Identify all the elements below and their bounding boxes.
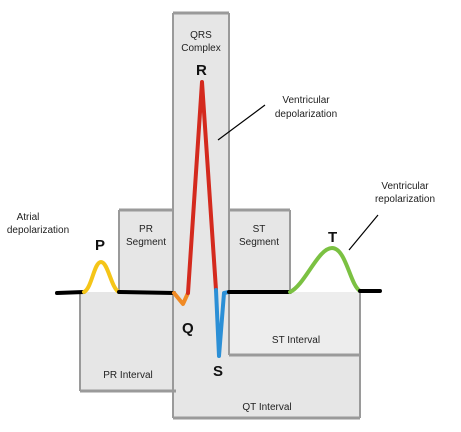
r-wave-letter: R — [196, 62, 207, 79]
baseline-start — [55, 290, 86, 295]
pr-interval-label: PR Interval — [103, 370, 152, 381]
t-wave-letter: T — [328, 229, 337, 246]
s-wave — [214, 288, 231, 358]
qrs-complex-label-line2: Complex — [181, 43, 220, 54]
p-wave-letter: P — [95, 237, 105, 254]
pr-interval-box: PR Interval — [80, 292, 176, 393]
st-segment-label-line1: ST — [253, 224, 266, 235]
pr-segment-label-line2: Segment — [126, 237, 166, 248]
q-wave — [172, 291, 190, 306]
box-borders — [79, 13, 361, 418]
qt-interval-label: QT Interval — [242, 402, 291, 413]
ventricular-depolarization-line2: depolarization — [275, 109, 337, 120]
st-interval-box: ST Interval — [229, 292, 360, 357]
pr-segment-box: PR Segment — [119, 208, 173, 292]
pr-segment-label-line1: PR — [139, 224, 153, 235]
pr-segment-line — [117, 290, 176, 295]
ventricular-repolarization-pointer — [348, 214, 379, 251]
r-wave — [186, 80, 218, 295]
s-wave-letter: S — [213, 363, 223, 380]
ecg-trace — [55, 80, 382, 358]
ventricular-depolarization-line1: Ventricular — [282, 95, 330, 106]
st-segment-label-line2: Segment — [239, 237, 279, 248]
atrial-depolarization-line1: Atrial — [17, 212, 40, 223]
ventricular-repolarization-line1: Ventricular — [381, 181, 429, 192]
ventricular-repolarization-line2: repolarization — [375, 194, 435, 205]
annotation-pointers — [217, 104, 379, 251]
p-wave — [82, 260, 121, 294]
qrs-complex-box: QRS Complex — [173, 11, 229, 292]
t-wave — [288, 246, 362, 294]
st-segment-box: ST Segment — [229, 208, 290, 292]
atrial-depolarization-line2: depolarization — [7, 225, 69, 236]
st-interval-label: ST Interval — [272, 335, 320, 346]
ventricular-depolarization-pointer — [217, 104, 266, 141]
qrs-complex-label-line1: QRS — [190, 30, 212, 41]
q-wave-letter: Q — [182, 320, 194, 337]
